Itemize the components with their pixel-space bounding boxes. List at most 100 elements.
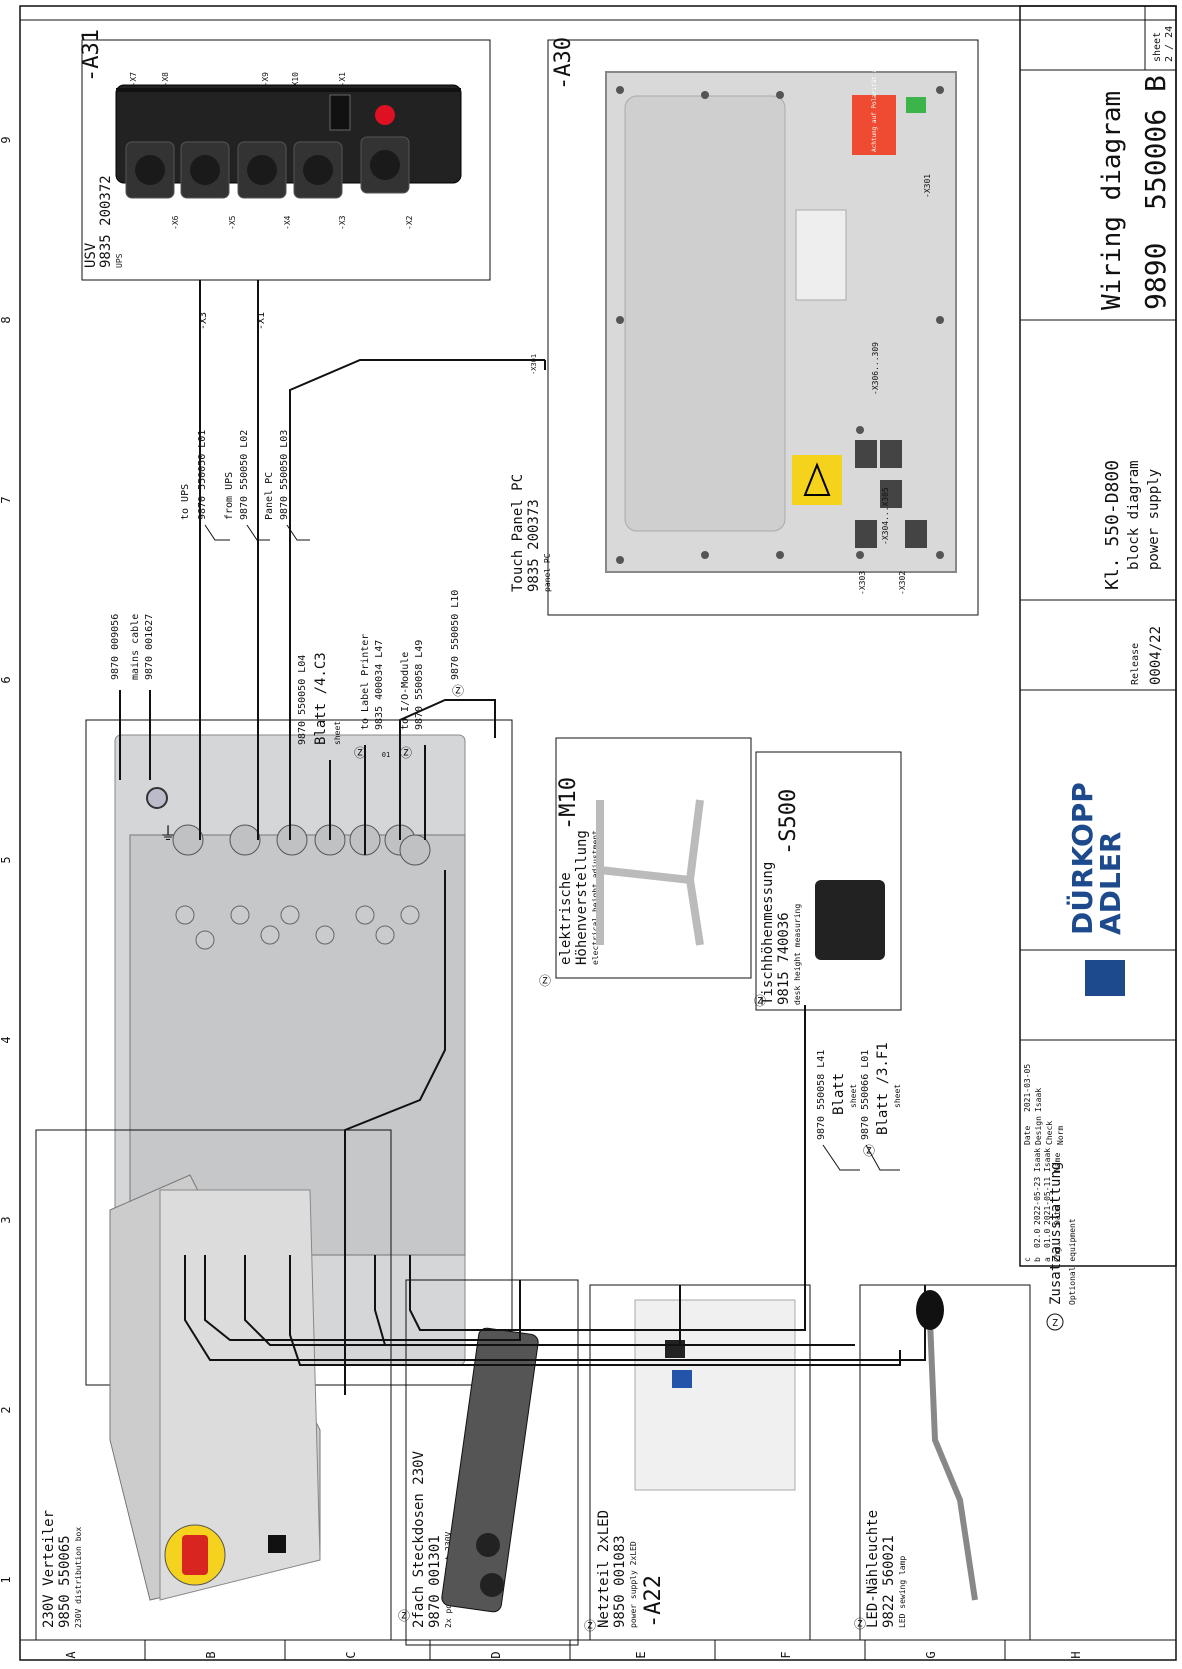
usv-box	[81, 39, 491, 281]
diagram-description-1: block diagram	[1126, 460, 1142, 570]
cable-c4-optional-marker: Ⓩ	[354, 746, 366, 760]
cable-c11-blatt: Blatt /3.F1	[875, 1042, 891, 1135]
psu-logo-icon	[672, 1370, 692, 1388]
verteiler-part-number: 9850 550065	[57, 1535, 73, 1628]
column-number-labels: 1 2 3 4 5 6 7 8 9	[0, 136, 13, 1583]
panel-port-x304-305: -X304...X305	[881, 487, 890, 545]
psu-box	[589, 1284, 811, 1641]
cable-c3-code: 9870 550050 L04	[297, 655, 308, 745]
ground-symbol-icon: ⏚	[159, 824, 177, 845]
led-lamp-head-icon	[916, 1290, 944, 1330]
cable-c11-code: 9870 550066 L01	[860, 1050, 871, 1140]
cable-c2-code: 9870 001627	[144, 614, 155, 680]
wire-to-panel-pc	[289, 359, 545, 840]
cable-c5-optional-marker: Ⓩ	[400, 746, 412, 760]
verteiler-description: 230V distribution box	[74, 1527, 83, 1628]
s500-part-number: 9815 740036	[776, 912, 792, 1005]
power-socket-component: 2fach Steckdosen 230V 9870 001301 2x pow…	[405, 1279, 579, 1646]
psu-switch-icon	[665, 1340, 685, 1358]
cable-gland-small	[400, 905, 420, 925]
usv-socket-row	[125, 94, 410, 199]
m10-reference: -M10	[556, 777, 581, 830]
cable-leader-lines	[204, 524, 900, 1171]
usv-port-x7: -X7	[129, 72, 138, 87]
row-letter-b: B	[204, 1651, 218, 1658]
led-description: LED sewing lamp	[898, 1556, 907, 1628]
cable-gland-large	[172, 824, 204, 856]
cable-c4-label: to Label Printer	[360, 634, 371, 730]
ups-power-button	[375, 105, 395, 125]
usv-port-bottom-labels: -X6 -X5 -X4 -X3 -X2	[171, 215, 414, 230]
cable-c8-label: from UPS	[224, 472, 235, 520]
psu-part-number: 9850 001083	[612, 1535, 628, 1628]
panel-pc-description: panel PC	[543, 553, 552, 592]
panel-screw-icon	[856, 551, 864, 559]
col-number-2: 2	[0, 1406, 13, 1413]
ups-socket-hole	[247, 155, 277, 185]
usv-description: UPS	[115, 253, 124, 268]
panel-screw-icon	[856, 426, 864, 434]
field-label: Date	[1023, 1126, 1032, 1145]
revision-cell-ver: 01.0	[1043, 1229, 1052, 1248]
cable-c3-sheet: sheet	[333, 721, 342, 745]
verteiler-box	[35, 1129, 392, 1641]
panel-port-x301: -X301	[923, 174, 932, 198]
psu-description: power supply 2xLED	[629, 1541, 638, 1628]
usv-port-x2: -X2	[405, 215, 414, 230]
legend-optional-equipment: Z Zusatzausstattung Optional equipment	[1046, 1162, 1077, 1331]
psu-optional-marker: Ⓩ	[584, 1619, 596, 1633]
cable-c7-label: to UPS	[180, 484, 191, 520]
row-letter-g: G	[924, 1651, 938, 1658]
usv-port-x9: -X9	[261, 72, 270, 87]
legend-optional-icon	[1046, 1313, 1064, 1331]
revision-cell-date: 2021-05-11	[1043, 1177, 1052, 1225]
usv-port-x10: -X10	[291, 72, 300, 91]
s500-sensor-icon	[815, 880, 885, 960]
cable-gland-small	[195, 930, 215, 950]
cable-c10-sheet: sheet	[849, 1084, 858, 1108]
panel-screw-icon	[701, 91, 709, 99]
ups-socket-hole	[370, 150, 400, 180]
socket-optional-marker: Ⓩ	[398, 1609, 410, 1623]
row-letter-d: D	[489, 1651, 503, 1658]
wire-to-psu	[244, 1255, 681, 1346]
cable-gland-small	[280, 905, 300, 925]
row-letter-c: C	[344, 1651, 358, 1658]
led-box	[859, 1284, 1031, 1641]
row-letter-labels: A B C D E F G H	[64, 1651, 1083, 1659]
cable-c10-blatt: Blatt	[831, 1073, 847, 1115]
cable-c7-code: 9870 550050 L01	[197, 430, 208, 520]
cable-c9-label: Panel PC	[264, 472, 275, 520]
wire-network	[119, 280, 926, 1395]
wire-to-socket	[204, 1255, 521, 1341]
panel-screw-icon	[776, 551, 784, 559]
panel-screw-icon	[616, 86, 624, 94]
ruler-marks	[144, 1640, 1006, 1660]
cable-c8-code: 9870 550050 L02	[239, 430, 250, 520]
release-value: 0004/22	[1148, 626, 1164, 685]
ups-socket-hole	[135, 155, 165, 185]
col-number-4: 4	[0, 1036, 13, 1043]
panel-port-x303: -X303	[858, 571, 867, 595]
connector-x3-label: -X3	[198, 312, 209, 330]
revision-cell-ver: 02.0	[1033, 1229, 1042, 1248]
verteiler-indicator	[268, 1535, 286, 1553]
col-number-9: 9	[0, 136, 13, 143]
diagram-description-2: power supply	[1146, 469, 1162, 570]
panel-screw-icon	[616, 556, 624, 564]
usv-port-x8: -X8	[161, 72, 170, 87]
cable-c9-code: 9870 550050 L03	[279, 430, 290, 520]
s500-component: -S500 Tischhöhenmessung 9815 740036 desk…	[755, 751, 902, 1011]
row-letter-f: F	[779, 1651, 793, 1658]
col-number-7: 7	[0, 496, 13, 503]
drawing-title: Wiring diagram	[1097, 91, 1127, 310]
cable-gland-large	[229, 824, 261, 856]
m10-component: -M10 elektrische Höhenverstellung electr…	[555, 737, 752, 979]
cable-c3-blatt: Blatt /4.C3	[313, 652, 329, 745]
panel-pc-port-labels: -X301 -X303 -X302 -X304...X305 -X306...3…	[858, 174, 932, 595]
cable-gland-large	[276, 824, 308, 856]
